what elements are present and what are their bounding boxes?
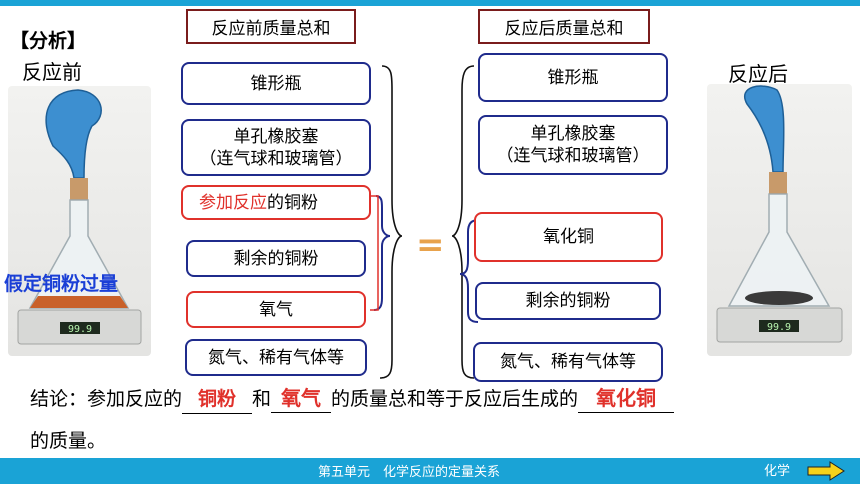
right-stopper-line2: （连气球和玻璃管） [496, 146, 650, 166]
flask-balloon-illustration: 99.9 [17, 89, 142, 345]
left-inner-brace [373, 195, 391, 311]
right-flask-box: 锥形瓶 [478, 53, 668, 102]
before-label: 反应前 [22, 60, 82, 84]
blank-oxygen: 氧气 [271, 384, 332, 413]
blank-copper-oxide: 氧化铜 [578, 384, 675, 413]
reacted-label: 参加反应 [199, 192, 267, 213]
header-after: 反应后质量总和 [478, 9, 650, 44]
scale-display: 99.9 [68, 324, 92, 335]
red-link-line [370, 195, 379, 311]
next-arrow-icon[interactable] [806, 461, 846, 485]
right-inner-brace [459, 219, 479, 323]
left-oxygen-box: 氧气 [186, 291, 366, 328]
right-copper-oxide-box: 氧化铜 [474, 212, 663, 262]
after-reaction-photo: 99.9 [707, 84, 852, 356]
conclusion-suffix: 的质量。 [30, 430, 107, 452]
conclusion-middle: 的质量总和等于反应后生成的 [331, 388, 579, 410]
left-reacted-copper-box: 参加反应的铜粉 [181, 185, 371, 220]
right-other-gases-box: 氮气、稀有气体等 [473, 342, 663, 382]
top-accent-bar [0, 0, 860, 6]
left-outer-brace [379, 65, 403, 379]
left-flask-box: 锥形瓶 [181, 62, 371, 105]
scale-display-after: 99.9 [767, 322, 791, 333]
reacted-copper-tail: 的铜粉 [267, 192, 318, 213]
left-remaining-copper-box: 剩余的铜粉 [186, 240, 366, 277]
footer-subject: 化学 [764, 464, 791, 479]
conclusion-line1: 结论：参加反应的铜粉和氧气的质量总和等于反应后生成的氧化铜 [30, 384, 675, 414]
grouping-brackets [370, 65, 479, 379]
conclusion-and: 和 [252, 388, 272, 410]
left-stopper-line1: 单孔橡胶塞 [233, 126, 319, 147]
left-stopper-line2: （连气球和玻璃管） [199, 148, 353, 169]
equals-sign: = [416, 225, 445, 265]
analysis-label: 【分析】 [10, 30, 87, 52]
left-stopper-box: 单孔橡胶塞 （连气球和玻璃管） [181, 119, 371, 176]
after-label: 反应后 [728, 62, 788, 86]
flask-balloon-after-illustration: 99.9 [716, 85, 843, 343]
before-reaction-photo: 99.9 [8, 86, 151, 356]
right-stopper-box: 单孔橡胶塞 （连气球和玻璃管） [478, 115, 668, 175]
right-remaining-copper-box: 剩余的铜粉 [475, 282, 661, 320]
right-outer-brace [451, 65, 475, 379]
footer-title: 第五单元 化学反应的定量关系 [318, 465, 501, 480]
assumption-text: 假定铜粉过量 [4, 273, 119, 295]
footer-bar [0, 458, 860, 484]
conclusion-prefix: 结论：参加反应的 [30, 388, 183, 410]
right-stopper-line1: 单孔橡胶塞 [530, 124, 616, 144]
header-before: 反应前质量总和 [186, 9, 356, 44]
left-other-gases-box: 氮气、稀有气体等 [185, 339, 367, 376]
blank-copper: 铜粉 [182, 385, 253, 414]
